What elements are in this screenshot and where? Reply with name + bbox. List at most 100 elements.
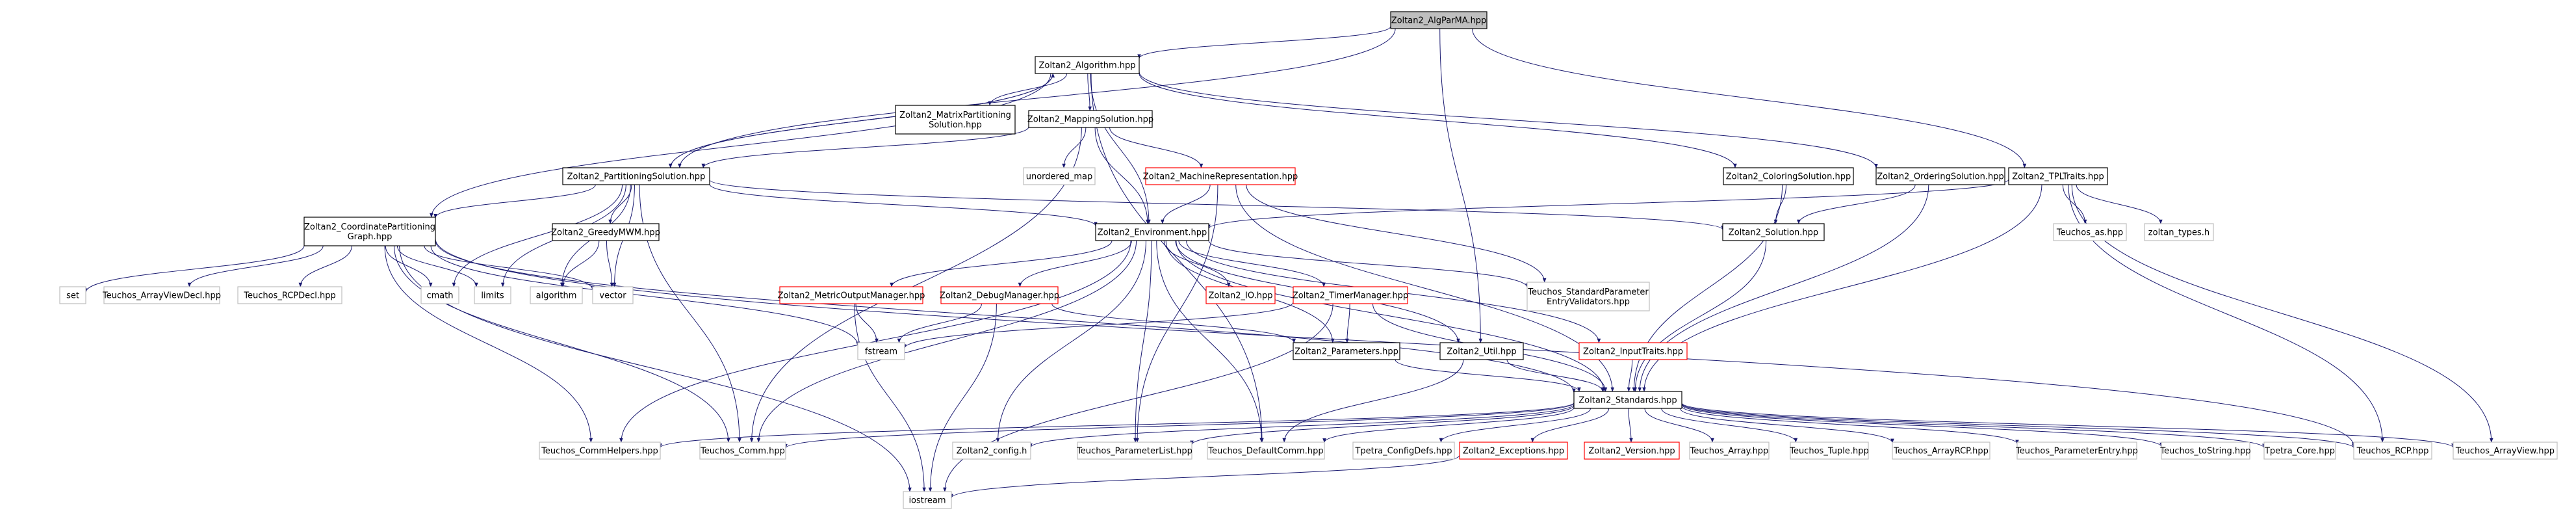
node-iostream: iostream: [903, 491, 952, 509]
edge-partitioning-sol-to-cmath: [452, 184, 623, 287]
node-box: [1526, 282, 1650, 311]
node-util[interactable]: Zoltan2_Util.hpp: [1439, 342, 1524, 360]
node-metric-output-mgr[interactable]: Zoltan2_MetricOutputManager.hpp: [778, 286, 925, 304]
edge-greedy-mwm-to-algorithm-std: [561, 240, 600, 287]
node-tpetra-core: Tpetra_Core.hpp: [2263, 442, 2336, 460]
node-box: [1028, 110, 1153, 128]
edge-tpl-traits-to-teuchos-rcp: [2068, 184, 2384, 443]
node-alg-parma[interactable]: Zoltan2_AlgParMA.hpp: [1390, 11, 1488, 29]
node-label: Teuchos_toString.hpp: [2159, 447, 2250, 456]
edge-standards-to-version: [1628, 408, 1633, 443]
edge-coord-part-graph-to-teuchos-comm: [393, 245, 730, 443]
node-label: Zoltan2_MetricOutputManager.hpp: [778, 291, 925, 301]
node-teuchos-paramlist: Teuchos_ParameterList.hpp: [1076, 442, 1192, 460]
node-io[interactable]: Zoltan2_IO.hpp: [1205, 286, 1276, 304]
edge-tpl-traits-to-environment: [1207, 179, 2009, 230]
node-box: [1205, 286, 1276, 304]
node-box: [1145, 167, 1296, 185]
node-algorithm[interactable]: Zoltan2_Algorithm.hpp: [1035, 56, 1140, 74]
node-label: Zoltan2_IO.hpp: [1209, 291, 1273, 301]
node-label: Zoltan2_Exceptions.hpp: [1463, 447, 1564, 456]
edge-standards-to-tpetra-core: [1681, 403, 2266, 449]
node-box: [1723, 167, 1854, 185]
edge-algorithm-to-coloring-sol: [1139, 73, 1737, 168]
node-mapping-sol[interactable]: Zoltan2_MappingSolution.hpp: [1027, 110, 1153, 128]
node-label: Zoltan2_Algorithm.hpp: [1038, 61, 1135, 71]
edge-algorithm-to-environment: [1090, 73, 1151, 224]
edge-environment-to-standards: [1176, 240, 1606, 392]
node-ordering-sol[interactable]: Zoltan2_OrderingSolution.hpp: [1875, 167, 2005, 185]
node-label: Teuchos_Tuple.hpp: [1789, 447, 1869, 456]
node-input-traits[interactable]: Zoltan2_InputTraits.hpp: [1578, 342, 1688, 360]
edge-tpl-traits-to-teuchos-arrayview: [2071, 184, 2493, 443]
edge-tpl-traits-to-zoltan-types: [2076, 184, 2163, 224]
node-standards[interactable]: Zoltan2_Standards.hpp: [1573, 391, 1682, 409]
edge-standards-to-teuchos-rcp: [1681, 403, 2356, 449]
node-coloring-sol[interactable]: Zoltan2_ColoringSolution.hpp: [1723, 167, 1854, 185]
node-label: Zoltan2_ColoringSolution.hpp: [1726, 172, 1851, 182]
node-label: Zoltan2_InputTraits.hpp: [1583, 347, 1683, 357]
edge-environment-to-debug-mgr: [1018, 240, 1133, 287]
node-debug-mgr[interactable]: Zoltan2_DebugManager.hpp: [940, 286, 1059, 304]
node-box: [1689, 442, 1770, 460]
node-teuchos-as: Teuchos_as.hpp: [2053, 223, 2127, 241]
edge-algorithm-to-teuchos-defaultcomm: [1090, 73, 1264, 443]
edge-util-to-teuchos-defaultcomm: [1282, 359, 1464, 443]
edge-environment-to-teuchos-std-param: [1208, 240, 1529, 288]
edge-coord-part-graph-to-fstream: [430, 245, 860, 347]
node-box: [903, 491, 952, 509]
node-environment[interactable]: Zoltan2_Environment.hpp: [1095, 223, 1209, 241]
edge-partitioning-sol-to-coord-part-graph: [433, 184, 596, 218]
node-box: [530, 286, 583, 304]
edge-greedy-mwm-to-vector: [606, 240, 614, 287]
node-label: Zoltan2_CoordinatePartitioning: [304, 222, 435, 232]
edge-coord-part-graph-to-limits: [396, 245, 478, 287]
edge-timer-mgr-to-iostream: [943, 303, 1333, 492]
node-box: [940, 286, 1059, 304]
node-box: [552, 223, 660, 241]
node-box: [1722, 223, 1825, 241]
node-solution[interactable]: Zoltan2_Solution.hpp: [1722, 223, 1825, 241]
edge-alg-parma-to-partitioning-sol: [678, 28, 1396, 168]
edge-debug-mgr-to-parameters: [1051, 303, 1296, 343]
edge-environment-to-zoltan2-config: [996, 240, 1146, 443]
node-box: [237, 286, 342, 304]
node-machine-rep[interactable]: Zoltan2_MachineRepresentation.hpp: [1143, 167, 1298, 185]
node-teuchos-paramentry: Teuchos_ParameterEntry.hpp: [2015, 442, 2138, 460]
node-label: vector: [599, 291, 626, 301]
node-unordered-map: unordered_map: [1023, 167, 1096, 185]
node-teuchos-defaultcomm: Teuchos_DefaultComm.hpp: [1207, 442, 1325, 460]
node-exceptions[interactable]: Zoltan2_Exceptions.hpp: [1459, 442, 1568, 460]
node-box: [1023, 167, 1096, 185]
node-label: cmath: [426, 291, 453, 301]
node-box: [1293, 286, 1408, 304]
node-tpl-traits[interactable]: Zoltan2_TPLTraits.hpp: [2008, 167, 2108, 185]
node-box: [59, 286, 86, 304]
node-box: [474, 286, 511, 304]
node-parameters[interactable]: Zoltan2_Parameters.hpp: [1293, 342, 1400, 360]
node-timer-mgr[interactable]: Zoltan2_TimerManager.hpp: [1293, 286, 1408, 304]
node-label: Teuchos_as.hpp: [2056, 228, 2123, 238]
node-partitioning-sol[interactable]: Zoltan2_PartitioningSolution.hpp: [562, 167, 710, 185]
node-box: [2053, 223, 2127, 241]
node-teuchos-arrayviewdecl: Teuchos_ArrayViewDecl.hpp: [102, 286, 221, 304]
node-label: Teuchos_StandardParameter: [1527, 287, 1649, 297]
node-label: Teuchos_DefaultComm.hpp: [1207, 447, 1323, 456]
edge-ordering-sol-to-solution: [1797, 184, 1916, 224]
node-label: Zoltan2_MatrixPartitioning: [899, 111, 1011, 120]
edge-mapping-sol-to-machine-rep: [1109, 127, 1204, 168]
node-label: Teuchos_RCP.hpp: [2356, 447, 2429, 456]
edge-input-traits-to-standards: [1627, 359, 1633, 392]
edge-machine-rep-to-teuchos-paramlist: [1135, 184, 1218, 443]
edge-standards-to-exceptions: [1530, 408, 1610, 443]
node-label: Graph.hpp: [348, 232, 393, 242]
edge-mapping-sol-to-teuchos-comm: [749, 127, 1082, 443]
node-greedy-mwm[interactable]: Zoltan2_GreedyMWM.hpp: [551, 223, 660, 241]
node-label: Tpetra_Core.hpp: [2264, 447, 2335, 456]
node-version[interactable]: Zoltan2_Version.hpp: [1584, 442, 1680, 460]
node-label: Zoltan2_Parameters.hpp: [1294, 347, 1398, 357]
node-box: [1207, 442, 1325, 460]
node-teuchos-std-param: Teuchos_StandardParameterEntryValidators…: [1526, 282, 1650, 311]
